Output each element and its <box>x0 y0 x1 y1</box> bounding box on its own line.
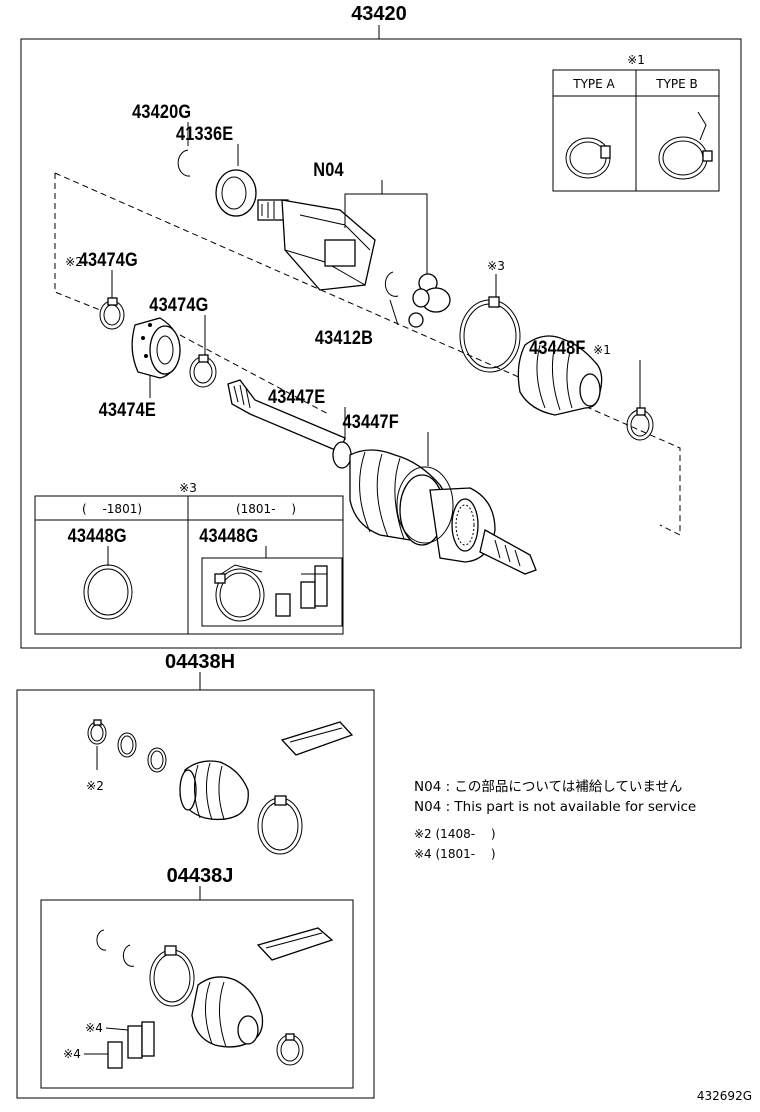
main-part-number: 43420 <box>351 3 407 25</box>
clamp-range-left: ( -1801) <box>82 502 142 516</box>
callout-mark-3: ※3 <box>487 259 505 273</box>
inboard-joint-housing-icon <box>257 199 376 291</box>
kit-h-grease-packet-icon <box>280 721 354 756</box>
boot-clamp-ring-icon <box>459 296 521 373</box>
callout-41336E: 41336E <box>176 123 233 144</box>
note-n04-en: N04 : This part is not available for ser… <box>414 799 696 815</box>
damper-clip-mid-icon <box>189 354 217 388</box>
exploded-dashed-outline <box>54 173 101 311</box>
kit-j-frame <box>40 899 354 1089</box>
note-2: ※2 (1408- ) <box>414 827 496 841</box>
svg-text:※1: ※1 <box>627 53 645 67</box>
kit-h-boot-icon <box>179 760 249 821</box>
damper-clip-inner-icon <box>99 297 125 330</box>
band-clamp-left-icon <box>83 564 133 620</box>
clamp-variant-box: ※3 ( -1801) (1801- ) 43448G 43448G <box>34 481 344 635</box>
clamp-range-right: (1801- ) <box>236 502 296 516</box>
callout-43474G-mid: 43474G <box>149 294 208 315</box>
type-a-label: TYPE A <box>572 77 615 91</box>
clamp-type-b-icon <box>658 111 713 180</box>
clamp-part-left: 43448G <box>68 525 127 546</box>
kit-j-snap-ring-2-icon <box>122 944 135 967</box>
kit-j-mark-4b: ※4 <box>63 1047 81 1061</box>
small-boot-clamp-icon <box>626 407 654 441</box>
kit-h-clip-2-icon <box>117 732 137 758</box>
callout-43447F: 43447F <box>342 411 398 432</box>
snap-ring-icon <box>177 149 191 177</box>
dynamic-damper-icon <box>131 317 181 379</box>
kit-h-clip-3-icon <box>147 747 167 773</box>
outboard-clamp-small-icon <box>332 441 352 469</box>
clamp-part-right: 43448G <box>199 525 258 546</box>
note-n04-jp: N04 : この部品については補給していません <box>414 779 682 795</box>
callout-N04: N04 <box>313 159 343 180</box>
callout-mark-2: ※2 <box>65 255 83 269</box>
kit-j-snap-ring-1-icon <box>96 929 107 951</box>
kit-h-clamp-icon <box>257 795 303 855</box>
kit-h-clip-1-icon <box>87 719 107 745</box>
callout-43420G: 43420G <box>132 101 191 122</box>
dust-seal-icon <box>215 169 257 217</box>
kit-j-boot-icon <box>191 976 264 1048</box>
callout-43474E: 43474E <box>99 399 156 420</box>
kit-j-packets-icon <box>107 1021 155 1069</box>
callout-43474G-inner: 43474G <box>79 249 138 270</box>
callout-43448F: 43448F <box>529 337 585 358</box>
band-clamp-right-icon <box>214 564 265 622</box>
kit-j-mark-4a: ※4 <box>85 1021 103 1035</box>
callout-mark-1: ※1 <box>593 343 611 357</box>
callout-43447E: 43447E <box>268 386 325 407</box>
kit-h-frame <box>16 689 375 1099</box>
type-b-label: TYPE B <box>655 77 698 91</box>
kit-j-clamp-icon <box>149 945 195 1007</box>
type-variants-box: ※1 TYPE A TYPE B <box>552 53 720 192</box>
kit-h-part-number: 04438H <box>165 651 235 673</box>
inboard-boot-icon <box>517 335 603 416</box>
kit-j-small-clamp-icon <box>276 1033 304 1066</box>
outboard-boot-clamp-icon <box>396 466 454 544</box>
drawing-number: 432692G <box>697 1089 752 1103</box>
note-4: ※4 (1801- ) <box>414 847 496 861</box>
tripod-spider-icon <box>408 273 451 328</box>
kit-h-mark-2: ※2 <box>86 779 104 793</box>
main-assembly-frame <box>20 38 742 649</box>
clamp-type-a-icon <box>565 137 611 179</box>
callout-43412B: 43412B <box>315 327 373 348</box>
boot-grease-packets-icon <box>275 565 328 617</box>
inner-snap-ring-icon <box>384 271 399 297</box>
kit-j-grease-packet-icon <box>256 927 334 961</box>
outboard-joint-icon <box>349 449 537 575</box>
kit-j-part-number: 04438J <box>167 865 234 887</box>
svg-text:※3: ※3 <box>179 481 197 495</box>
